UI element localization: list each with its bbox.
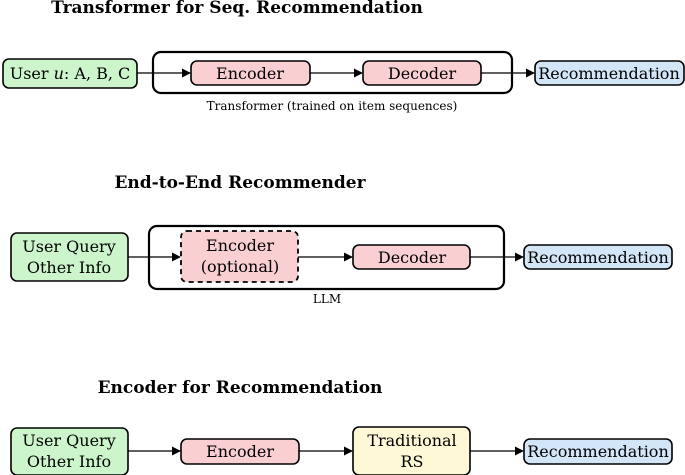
optional-encoder-node: Encoder (optional)	[180, 230, 299, 283]
decoder-node-2: Decoder	[352, 244, 471, 270]
user-query-label: User Query	[22, 237, 115, 256]
diagram-2-title: End-to-End Recommender	[114, 173, 366, 193]
traditional-rs-label-line2: RS	[400, 452, 423, 471]
diagram-end-to-end-recommender: End-to-End Recommender LLM User Query Ot…	[10, 173, 673, 306]
user-input-node: User u: A, B, C	[2, 58, 138, 89]
recommendation-label-2: Recommendation	[527, 248, 669, 267]
diagram-encoder-for-recommendation: Encoder for Recommendation User Query Ot…	[10, 378, 673, 475]
encoder-node: Encoder	[190, 60, 311, 86]
user-query-label-3: User Query	[22, 431, 115, 450]
encoder-label: Encoder	[216, 64, 284, 83]
other-info-label-3: Other Info	[27, 452, 111, 471]
recommendation-label-3: Recommendation	[527, 442, 669, 461]
decoder-node: Decoder	[362, 60, 482, 86]
optional-encoder-label: Encoder	[206, 236, 274, 255]
encoder-label-3: Encoder	[206, 442, 274, 461]
recommendation-output-node: Recommendation	[534, 60, 685, 86]
recommendation-output-node-2: Recommendation	[523, 244, 673, 270]
diagram-1-title: Transformer for Seq. Recommendation	[51, 0, 423, 18]
recommendation-label: Recommendation	[538, 64, 680, 83]
decoder-label: Decoder	[388, 64, 457, 83]
llm-caption: LLM	[313, 292, 341, 306]
traditional-rs-node: Traditional RS	[352, 426, 471, 475]
diagram-transformer-seq-rec: Transformer for Seq. Recommendation Tran…	[2, 0, 685, 113]
other-info-label: Other Info	[27, 258, 111, 277]
user-input-label: User u: A, B, C	[10, 64, 131, 83]
encoder-node-3: Encoder	[180, 438, 300, 465]
transformer-caption: Transformer (trained on item sequences)	[207, 99, 458, 113]
decoder-label-2: Decoder	[378, 248, 447, 267]
traditional-rs-label-line1: Traditional	[367, 431, 456, 450]
user-query-input-node-3: User Query Other Info	[10, 427, 129, 475]
user-query-input-node: User Query Other Info	[10, 232, 129, 282]
recommendation-output-node-3: Recommendation	[523, 438, 673, 465]
diagram-3-title: Encoder for Recommendation	[98, 378, 383, 398]
optional-encoder-note: (optional)	[201, 257, 280, 276]
